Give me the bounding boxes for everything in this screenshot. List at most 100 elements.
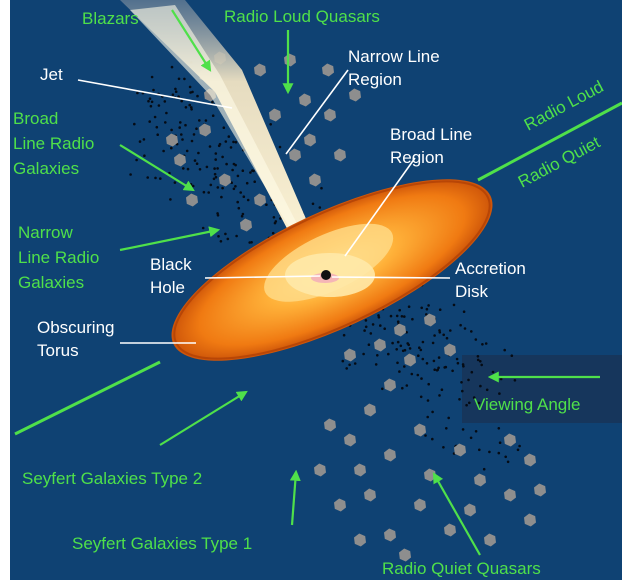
- dust-dot: [136, 92, 139, 95]
- dust-dot: [447, 417, 450, 420]
- dust-dot: [504, 456, 507, 459]
- dust-dot: [411, 373, 414, 376]
- dust-dot: [156, 133, 159, 136]
- dust-dot: [432, 342, 435, 345]
- dust-dot: [212, 114, 215, 117]
- dust-dot: [462, 428, 465, 431]
- dust-dot: [456, 358, 459, 361]
- dust-dot: [420, 349, 423, 352]
- dust-dot: [499, 441, 502, 444]
- dust-dot: [192, 185, 195, 188]
- dust-dot: [376, 354, 379, 357]
- dust-dot: [378, 316, 381, 319]
- dust-dot: [453, 304, 456, 307]
- dust-dot: [486, 389, 489, 392]
- dust-dot: [424, 434, 427, 437]
- dust-dot: [279, 146, 282, 149]
- dust-dot: [224, 233, 227, 236]
- dust-dot: [514, 379, 517, 382]
- dust-dot: [273, 216, 276, 219]
- dust-dot: [191, 91, 194, 94]
- dust-dot: [242, 169, 245, 172]
- dust-dot: [312, 203, 315, 206]
- dust-dot: [418, 346, 421, 349]
- dust-dot: [213, 178, 216, 181]
- dust-dot: [164, 100, 167, 103]
- dust-dot: [170, 129, 173, 132]
- dust-dot: [239, 191, 242, 194]
- dust-dot: [198, 119, 201, 122]
- dust-dot: [320, 187, 323, 190]
- dust-dot: [133, 123, 136, 126]
- dust-dot: [196, 95, 199, 98]
- dust-dot: [445, 427, 448, 430]
- dust-dot: [368, 343, 371, 346]
- dust-dot: [194, 159, 197, 162]
- label-accretion-disk-2: Disk: [455, 282, 489, 301]
- dust-dot: [437, 367, 440, 370]
- dust-dot: [396, 362, 399, 365]
- dust-dot: [409, 347, 412, 350]
- dust-dot: [180, 133, 183, 136]
- dust-dot: [214, 173, 217, 176]
- dust-dot: [223, 126, 226, 129]
- label-obscuring-torus-1: Obscuring: [37, 318, 114, 337]
- dust-dot: [400, 345, 403, 348]
- label-radio-quiet-quasars: Radio Quiet Quasars: [382, 559, 541, 578]
- dust-dot: [189, 86, 192, 89]
- dust-dot: [214, 158, 217, 161]
- dust-dot: [462, 365, 465, 368]
- dust-dot: [151, 101, 154, 104]
- dust-dot: [403, 315, 406, 318]
- dust-dot: [233, 163, 236, 166]
- label-blazars: Blazars: [82, 9, 139, 28]
- dust-dot: [151, 76, 154, 79]
- dust-dot: [169, 198, 172, 201]
- dust-dot: [319, 206, 322, 209]
- dust-dot: [135, 159, 138, 162]
- dust-dot: [232, 141, 235, 144]
- dust-dot: [511, 354, 514, 357]
- label-seyfert-type-1: Seyfert Galaxies Type 1: [72, 534, 252, 553]
- dust-dot: [209, 145, 212, 148]
- dust-dot: [180, 100, 183, 103]
- dust-dot: [342, 360, 345, 363]
- dust-dot: [417, 374, 420, 377]
- dust-dot: [158, 104, 161, 107]
- dust-dot: [156, 126, 159, 129]
- dust-dot: [438, 394, 441, 397]
- dust-dot: [243, 195, 246, 198]
- dust-dot: [395, 348, 398, 351]
- dust-dot: [186, 150, 189, 153]
- dust-dot: [470, 437, 473, 440]
- dust-dot: [381, 388, 384, 391]
- dust-dot: [498, 452, 501, 455]
- dust-dot: [417, 354, 420, 357]
- dust-dot: [178, 78, 181, 81]
- dust-dot: [197, 152, 200, 155]
- dust-dot: [129, 173, 132, 176]
- dust-dot: [403, 365, 406, 368]
- dust-dot: [422, 358, 425, 361]
- dust-dot: [449, 329, 452, 332]
- dust-dot: [463, 310, 466, 313]
- dust-dot: [181, 138, 184, 141]
- dust-dot: [235, 235, 238, 238]
- dust-dot: [383, 327, 386, 330]
- dust-dot: [451, 370, 454, 373]
- dust-dot: [230, 146, 233, 149]
- dust-dot: [251, 169, 254, 172]
- dust-dot: [402, 350, 405, 353]
- dust-dot: [221, 187, 224, 190]
- dust-dot: [422, 341, 425, 344]
- dust-dot: [187, 168, 190, 171]
- dust-dot: [498, 427, 501, 430]
- dust-dot: [406, 384, 409, 387]
- dust-dot: [234, 185, 237, 188]
- dust-dot: [249, 171, 252, 174]
- dust-dot: [401, 315, 404, 318]
- dust-dot: [188, 104, 191, 107]
- dust-dot: [174, 181, 177, 184]
- dust-dot: [149, 97, 152, 100]
- dust-dot: [379, 324, 382, 327]
